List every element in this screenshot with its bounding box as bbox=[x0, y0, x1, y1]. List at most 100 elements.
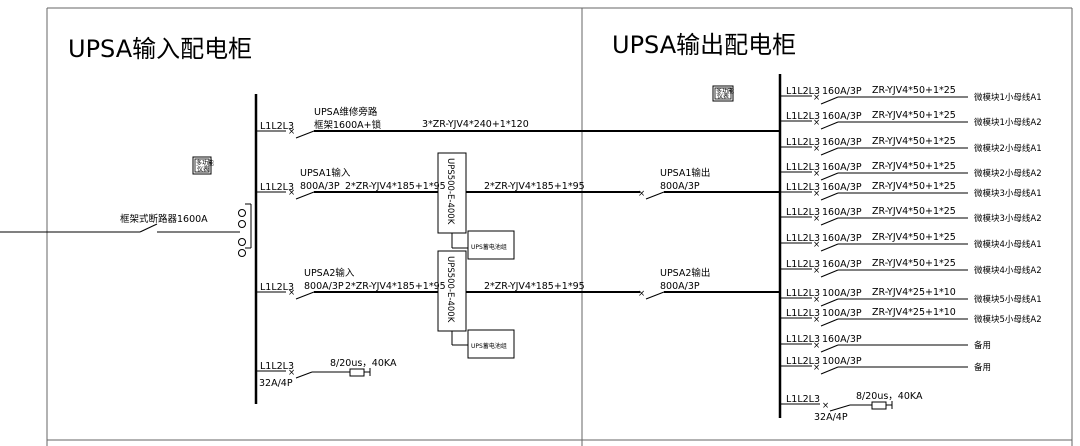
breaker-x-icon: × bbox=[813, 144, 820, 154]
breaker-x-icon: × bbox=[813, 93, 820, 103]
ups1-output-feeder: UPSA1输出 800A/3P × bbox=[638, 167, 780, 200]
breaker-contact bbox=[820, 147, 839, 156]
feeder-breaker: 160A/3P bbox=[822, 207, 862, 218]
drawing-frame bbox=[46, 7, 1073, 446]
bypass-cable: 3*ZR-YJV4*240+1*120 bbox=[422, 119, 529, 130]
svg-text:800A/3P: 800A/3P bbox=[300, 181, 340, 192]
bypass-spec: 框架1600A+锁 bbox=[314, 119, 382, 131]
breaker-contact bbox=[820, 172, 839, 181]
ups1-input-feeder: L1L2L3 UPSA1输入 800A/3P × 2*ZR-YJV4*185+1… bbox=[256, 167, 446, 200]
svg-text:仪表: 仪表 bbox=[717, 92, 729, 100]
right-panel-title: UPSA输出配电柜 bbox=[612, 31, 796, 59]
feeder-destination: 微模块4小母线A2 bbox=[974, 265, 1042, 276]
svg-text:×: × bbox=[288, 368, 295, 378]
breaker-contact bbox=[820, 366, 839, 375]
breaker-x-icon: × bbox=[813, 189, 820, 199]
svg-text:多功能: 多功能 bbox=[196, 159, 214, 167]
feeder-destination: 微模块1小母线A1 bbox=[974, 92, 1042, 103]
left-spd-spec: 8/20us，40KA bbox=[330, 358, 397, 369]
feeder-breaker: 160A/3P bbox=[822, 334, 862, 345]
feeder-breaker: 160A/3P bbox=[822, 162, 862, 173]
svg-text:×: × bbox=[288, 127, 295, 137]
feeder-breaker: 100A/3P bbox=[822, 308, 862, 319]
svg-text:UPSA1输出: UPSA1输出 bbox=[660, 167, 710, 179]
feeder-cable: ZR-YJV4*50+1*25 bbox=[872, 206, 956, 217]
breaker-x-icon: × bbox=[813, 214, 820, 224]
svg-text:仪表: 仪表 bbox=[197, 165, 209, 173]
feeder-cable: ZR-YJV4*50+1*25 bbox=[872, 258, 956, 269]
feeder-breaker: 160A/3P bbox=[822, 86, 862, 97]
feeder-destination: 微模块2小母线A2 bbox=[974, 168, 1042, 179]
bypass-name: UPSA维修旁路 bbox=[314, 106, 378, 118]
breaker-contact bbox=[820, 192, 839, 201]
ups1-battery-label: UPS蓄电池组 bbox=[471, 243, 507, 251]
breaker-x-icon: × bbox=[813, 266, 820, 276]
incoming-feeder: 框架式断路器1600A bbox=[0, 203, 252, 257]
left-spd-breaker: 32A/4P bbox=[259, 378, 293, 389]
svg-text:UPSA2输入: UPSA2输入 bbox=[304, 267, 355, 279]
ups2-output-feeder: UPSA2输出 800A/3P × bbox=[638, 267, 780, 300]
feeder-phase: L1L2L3 bbox=[786, 308, 820, 319]
feeder-destination: 微模块1小母线A2 bbox=[974, 117, 1042, 128]
svg-text:×: × bbox=[638, 289, 645, 299]
feeder-cable: ZR-YJV4*50+1*25 bbox=[872, 161, 956, 172]
breaker-contact bbox=[820, 298, 839, 307]
ups2-battery-label: UPS蓄电池组 bbox=[471, 342, 507, 350]
svg-text:UPSA1输入: UPSA1输入 bbox=[300, 167, 351, 179]
feeder-phase: L1L2L3 bbox=[786, 207, 820, 218]
feeder-breaker: 160A/3P bbox=[822, 137, 862, 148]
ups2-input-feeder: L1L2L3 UPSA2输入 800A/3P × 2*ZR-YJV4*185+1… bbox=[256, 267, 446, 300]
svg-text:2*ZR-YJV4*185+1*95: 2*ZR-YJV4*185+1*95 bbox=[484, 281, 585, 292]
feeder-cable: ZR-YJV4*25+1*10 bbox=[872, 307, 956, 318]
svg-text:×: × bbox=[288, 188, 295, 198]
breaker-x-icon: × bbox=[813, 363, 820, 373]
svg-text:L1L2L3: L1L2L3 bbox=[786, 394, 820, 405]
ups1-device-label: UPS500-E-400K bbox=[445, 158, 455, 225]
breaker-contact bbox=[820, 243, 839, 252]
phase-label: L1L2L3 bbox=[260, 121, 294, 132]
feeder-phase: L1L2L3 bbox=[786, 86, 820, 97]
feeder-phase: L1L2L3 bbox=[786, 233, 820, 244]
feeder-destination: 微模块5小母线A2 bbox=[974, 314, 1042, 325]
feeder-destination: 微模块3小母线A1 bbox=[974, 188, 1042, 199]
feeder-breaker: 160A/3P bbox=[822, 233, 862, 244]
svg-text:×: × bbox=[638, 189, 645, 199]
svg-text:L1L2L3: L1L2L3 bbox=[260, 182, 294, 193]
breaker-x-icon: × bbox=[813, 240, 820, 250]
svg-text:×: × bbox=[288, 288, 295, 298]
left-panel-title: UPSA输入配电柜 bbox=[68, 35, 252, 63]
svg-text:UPSA2输出: UPSA2输出 bbox=[660, 267, 710, 279]
feeder-destination: 备用 bbox=[974, 362, 991, 373]
feeder-phase: L1L2L3 bbox=[786, 111, 820, 122]
feeder-phase: L1L2L3 bbox=[786, 288, 820, 299]
feeder-phase: L1L2L3 bbox=[786, 137, 820, 148]
breaker-x-icon: × bbox=[813, 118, 820, 128]
svg-text:多功能: 多功能 bbox=[716, 87, 734, 95]
svg-text:L1L2L3: L1L2L3 bbox=[260, 282, 294, 293]
left-surge-protector: L1L2L3 × 8/20us，40KA 32A/4P bbox=[256, 358, 397, 389]
multifunction-meter-left: 多功能 仪表 bbox=[192, 156, 214, 175]
breaker-x-icon: × bbox=[813, 169, 820, 179]
feeder-breaker: 160A/3P bbox=[822, 259, 862, 270]
right-spd-spec: 8/20us，40KA bbox=[856, 391, 923, 402]
right-spd-breaker: 32A/4P bbox=[814, 412, 848, 423]
feeder-phase: L1L2L3 bbox=[786, 334, 820, 345]
breaker-x-icon: × bbox=[813, 315, 820, 325]
svg-text:2*ZR-YJV4*185+1*95: 2*ZR-YJV4*185+1*95 bbox=[345, 281, 446, 292]
feeder-cable: ZR-YJV4*50+1*25 bbox=[872, 110, 956, 121]
ups2-device-label: UPS500-E-400K bbox=[445, 256, 455, 323]
breaker-contact bbox=[820, 269, 839, 278]
svg-text:×: × bbox=[822, 401, 829, 411]
feeder-cable: ZR-YJV4*50+1*25 bbox=[872, 85, 956, 96]
svg-text:800A/3P: 800A/3P bbox=[304, 281, 344, 292]
multifunction-meter-right: 多功能 仪表 bbox=[712, 85, 734, 102]
ups2-unit: UPS500-E-400K UPS蓄电池组 2*ZR-YJV4*185+1*95 bbox=[437, 250, 640, 359]
